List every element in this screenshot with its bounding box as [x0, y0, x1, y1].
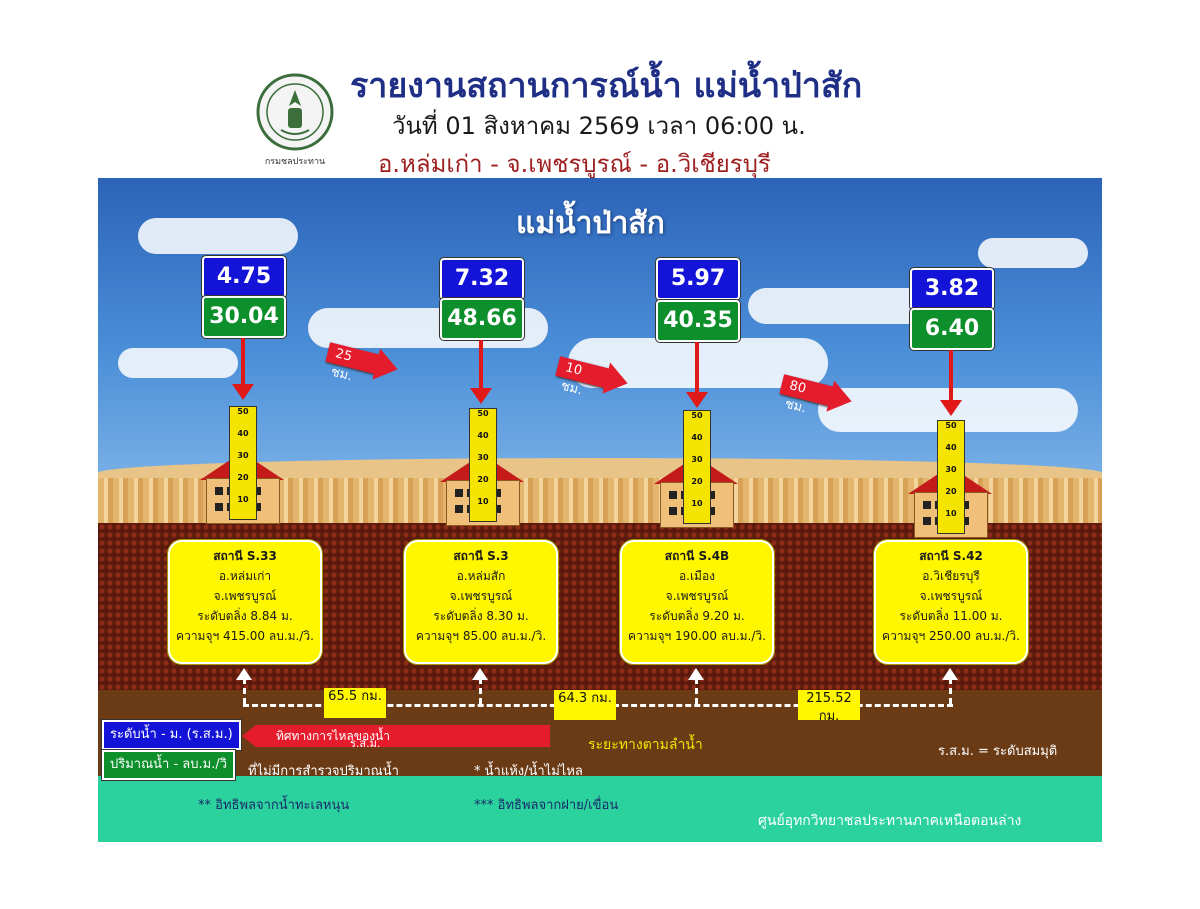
station-province: จ.เพชรบูรณ์ [213, 589, 277, 603]
station-1-level: 4.75 [202, 256, 286, 298]
station-name: สถานี S.4B [664, 549, 730, 563]
station-bank-level: ระดับตลิ่ง 11.00 ม. [899, 609, 1003, 623]
station-card-s42: สถานี S.42 อ.วิเชียรบุรี จ.เพชรบูรณ์ ระด… [874, 540, 1028, 664]
distance-caption: ระยะทางตามลำน้ำ [588, 737, 703, 753]
down-arrow-icon [686, 342, 708, 408]
station-card-s4b: สถานี S.4B อ.เมือง จ.เพชรบูรณ์ ระดับตลิ่… [620, 540, 774, 664]
up-arrow-icon [942, 668, 958, 680]
down-arrow-icon [232, 338, 254, 400]
station-capacity: ความจุฯ 85.00 ลบ.ม./วิ. [415, 629, 547, 643]
station-bank-level: ระดับตลิ่ง 8.84 ม. [197, 609, 293, 623]
station-4-level: 3.82 [910, 268, 994, 310]
river-name: แม่น้ำป่าสัก [516, 206, 665, 241]
station-capacity: ความจุฯ 190.00 ลบ.ม./วิ. [628, 629, 766, 643]
station-province: จ.เพชรบูรณ์ [449, 589, 513, 603]
station-district: อ.เมือง [678, 569, 716, 583]
station-capacity: ความจุฯ 250.00 ลบ.ม./วิ. [882, 629, 1020, 643]
station-bank-level: ระดับตลิ่ง 9.20 ม. [649, 609, 745, 623]
footer-band [98, 776, 1102, 842]
logo-caption: กรมชลประทาน [264, 157, 326, 167]
sea-note: ** อิทธิพลจากน้ำทะเลหนุน [198, 798, 350, 813]
rsm-definition: ร.ส.ม. = ระดับสมมุติ [938, 744, 1058, 759]
up-arrow-icon [688, 668, 704, 680]
distance-2: 64.3 กม. [554, 690, 616, 720]
dry-note: * น้ำแห้ง/น้ำไม่ไหล [474, 764, 583, 779]
report-area: อ.หล่มเก่า - จ.เพชรบูรณ์ - อ.วิเชียรบุรี [378, 150, 771, 178]
cloud [138, 218, 298, 254]
station-1-flow: 30.04 [202, 296, 286, 338]
dam-note: *** อิทธิพลจากฝาย/เขื่อน [474, 798, 619, 813]
station-province: จ.เพชรบูรณ์ [919, 589, 983, 603]
legend-flow: ปริมาณน้ำ - ลบ.ม./วิ [102, 750, 236, 780]
station-district: อ.หล่มเก่า [218, 569, 272, 583]
distance-3: 215.52 กม. [798, 690, 860, 724]
station-name: สถานี S.33 [213, 549, 277, 563]
report-date: วันที่ 01 สิงหาคม 2569 เวลา 06:00 น. [392, 112, 806, 140]
station-district: อ.วิเชียรบุรี [922, 569, 980, 583]
station-3-flow: 40.35 [656, 300, 740, 342]
station-capacity: ความจุฯ 415.00 ลบ.ม./วิ. [176, 629, 314, 643]
station-name: สถานี S.3 [453, 549, 509, 563]
cloud [118, 348, 238, 378]
report-title: รายงานสถานการณ์น้ำ แม่น้ำป่าสัก [350, 66, 863, 106]
distance-1: 65.5 กม. [324, 688, 386, 718]
station-bank-level: ระดับตลิ่ง 8.30 ม. [433, 609, 529, 623]
station-district: อ.หล่มสัก [456, 569, 506, 583]
royal-irrigation-seal-icon [256, 73, 334, 151]
station-4-flow: 6.40 [910, 308, 994, 350]
cloud [978, 238, 1088, 268]
flow-direction-banner: ทิศทางการไหลของน้ำ [242, 725, 550, 747]
station-name: สถานี S.42 [919, 549, 983, 563]
station-card-s3: สถานี S.3 อ.หล่มสัก จ.เพชรบูรณ์ ระดับตลิ… [404, 540, 558, 664]
down-arrow-icon [940, 350, 962, 416]
hydrology-center: ศูนย์อุทกวิทยาชลประทานภาคเหนือตอนล่าง [758, 813, 1022, 829]
station-3-level: 5.97 [656, 258, 740, 300]
legend-level: ระดับน้ำ - ม. (ร.ส.ม.) [102, 720, 241, 750]
station-card-s33: สถานี S.33 อ.หล่มเก่า จ.เพชรบูรณ์ ระดับต… [168, 540, 322, 664]
rsm-note: ร.ส.ม. [350, 737, 381, 750]
department-logo: กรมชลประทาน [255, 72, 335, 168]
station-2-level: 7.32 [440, 258, 524, 300]
station-province: จ.เพชรบูรณ์ [665, 589, 729, 603]
station-2-flow: 48.66 [440, 298, 524, 340]
up-arrow-icon [236, 668, 252, 680]
up-arrow-icon [472, 668, 488, 680]
no-survey-note: ที่ไม่มีการสำรวจปริมาณน้ำ [248, 764, 399, 779]
down-arrow-icon [470, 340, 492, 404]
